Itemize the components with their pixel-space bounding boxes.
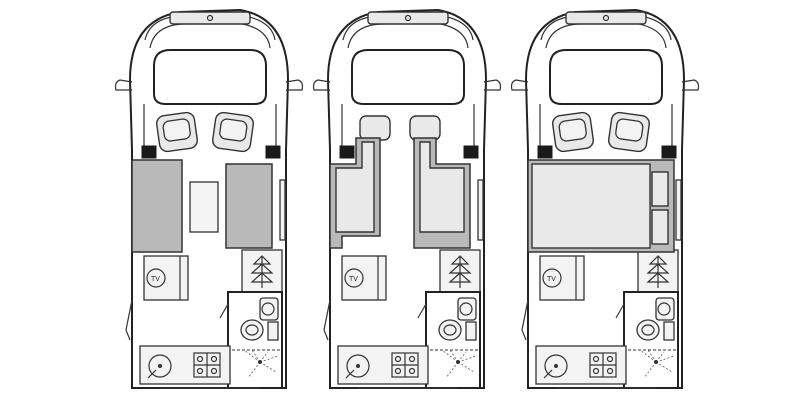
tv-label: TV [151,276,160,283]
tv-label: TV [349,276,358,283]
tv-icon [542,268,562,288]
layout-2-plan: TV [312,9,502,389]
tv-label: TV [547,276,556,283]
layout-3-plan: TV [510,9,700,389]
tv-icon [344,268,364,288]
tv-icon [146,268,166,288]
sofa-left [131,159,183,253]
table [189,181,219,233]
layout-1-plan: TV [114,9,304,389]
sofa-right [225,163,273,249]
